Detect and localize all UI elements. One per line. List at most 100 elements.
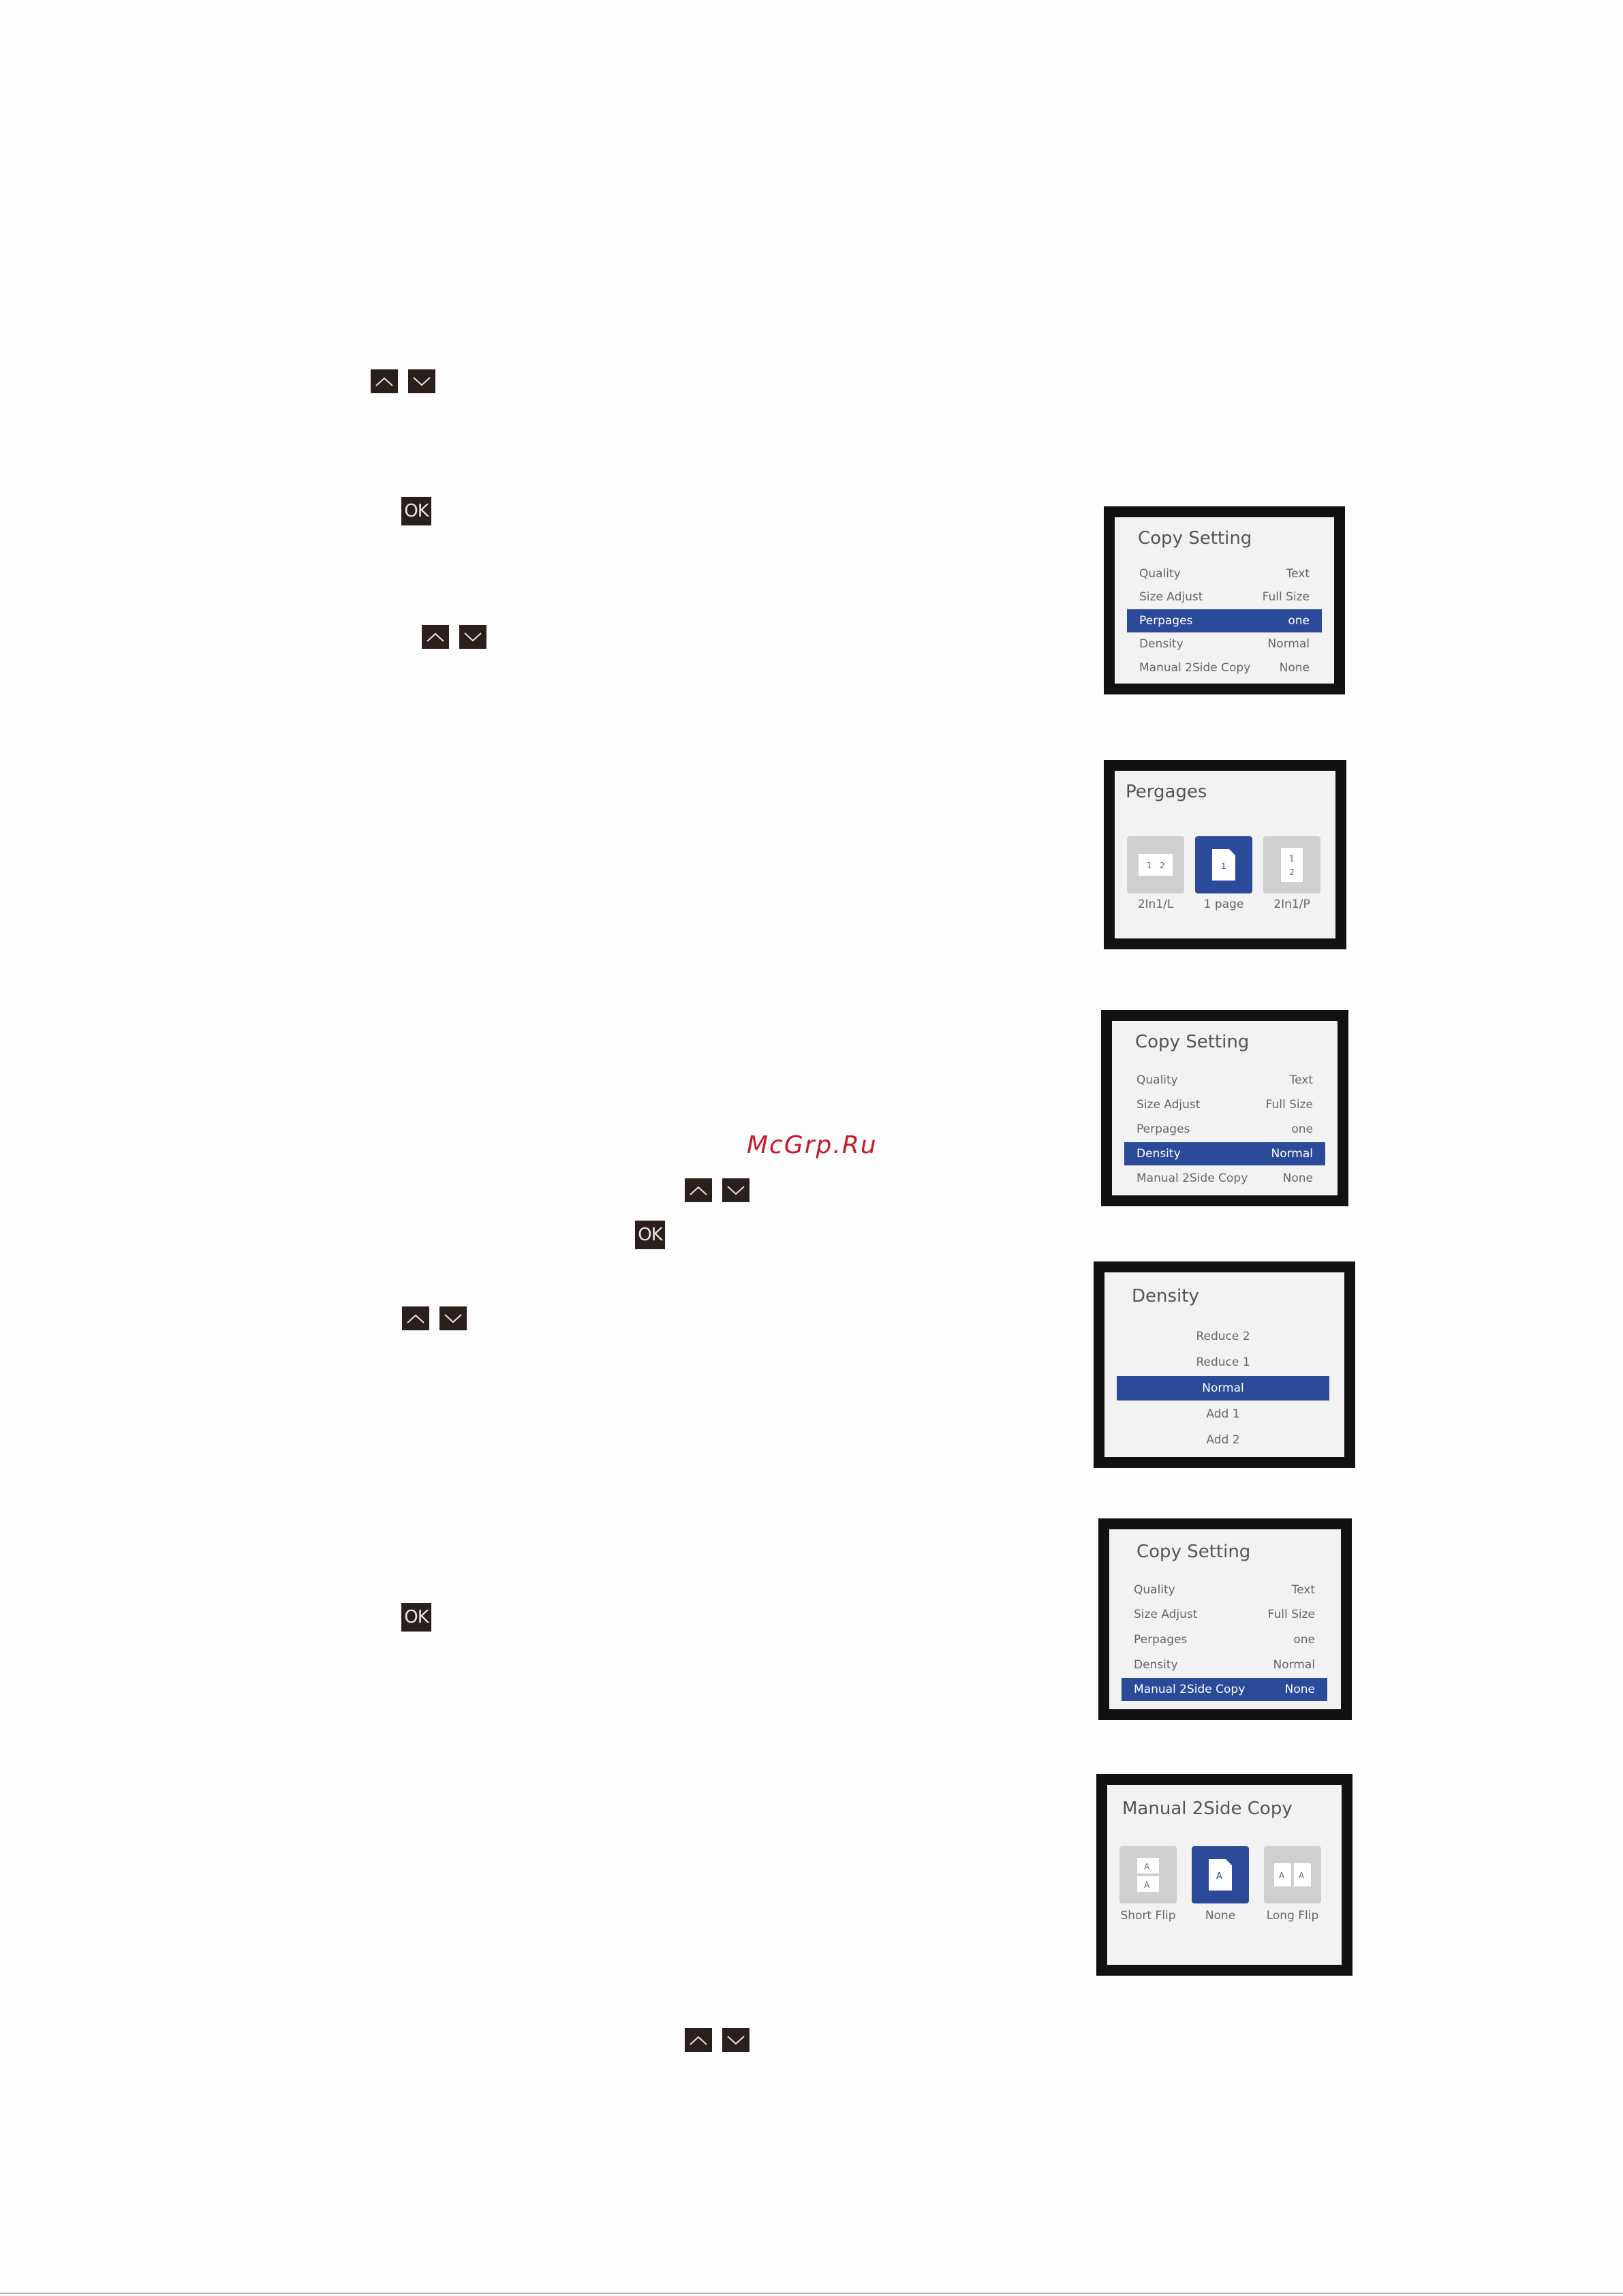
down-button[interactable] xyxy=(459,625,486,649)
chevron-down-icon xyxy=(464,632,482,641)
two-pages-portrait-icon: 12 xyxy=(1281,848,1303,882)
chevron-up-icon xyxy=(427,632,444,642)
setting-row[interactable]: Manual 2Side Copy None xyxy=(1124,1167,1325,1190)
setting-row[interactable]: Quality Text xyxy=(1127,562,1322,585)
setting-row[interactable]: Density Normal xyxy=(1127,632,1322,656)
setting-row[interactable]: Perpages one xyxy=(1122,1628,1327,1651)
up-button[interactable] xyxy=(402,1306,429,1330)
row-value: Normal xyxy=(1271,1147,1313,1161)
option-label: 2In1/L xyxy=(1137,898,1174,911)
setting-row-selected[interactable]: Density Normal xyxy=(1124,1142,1325,1165)
down-button[interactable] xyxy=(439,1306,467,1330)
single-page-icon: 1 xyxy=(1212,849,1235,881)
chevron-down-icon xyxy=(727,1185,745,1195)
svg-text:A: A xyxy=(1216,1871,1222,1882)
screen-title: Copy Setting xyxy=(1135,1032,1250,1052)
row-value: Text xyxy=(1289,1073,1313,1087)
screen-title: Copy Setting xyxy=(1138,528,1252,549)
svg-text:A: A xyxy=(1279,1871,1285,1880)
setting-row[interactable]: Density Normal xyxy=(1122,1653,1327,1677)
option-label: 1 page xyxy=(1203,898,1244,911)
row-value: Text xyxy=(1286,567,1310,581)
row-value: None xyxy=(1284,1683,1315,1696)
setting-row-selected[interactable]: Manual 2Side Copy None xyxy=(1122,1678,1327,1701)
down-button[interactable] xyxy=(722,1178,749,1202)
down-button[interactable] xyxy=(722,2028,749,2052)
row-label: Manual 2Side Copy xyxy=(1134,1683,1246,1696)
option-label: Add 1 xyxy=(1206,1407,1240,1421)
svg-text:1: 1 xyxy=(1147,861,1152,870)
row-value: None xyxy=(1279,661,1310,675)
copy-setting-screen: Copy Setting Quality Text Size Adjust Fu… xyxy=(1104,506,1345,694)
option-label: Add 2 xyxy=(1206,1433,1240,1447)
chevron-down-icon xyxy=(444,1313,462,1323)
density-option[interactable]: Add 2 xyxy=(1117,1428,1329,1452)
row-value: Normal xyxy=(1267,637,1310,651)
row-label: Size Adjust xyxy=(1137,1098,1201,1112)
screen-title: Copy Setting xyxy=(1137,1542,1251,1562)
up-button[interactable] xyxy=(371,369,398,393)
chevron-up-icon xyxy=(690,1186,707,1195)
row-value: one xyxy=(1293,1633,1315,1647)
setting-row[interactable]: Size Adjust Full Size xyxy=(1122,1603,1327,1626)
manual-2side-option-none[interactable]: A xyxy=(1192,1846,1249,1903)
row-label: Perpages xyxy=(1139,614,1193,628)
up-button[interactable] xyxy=(422,625,449,649)
density-option[interactable]: Reduce 2 xyxy=(1117,1324,1329,1349)
setting-row[interactable]: Size Adjust Full Size xyxy=(1124,1093,1325,1116)
density-option[interactable]: Reduce 1 xyxy=(1117,1350,1329,1375)
row-label: Manual 2Side Copy xyxy=(1139,661,1251,675)
row-label: Density xyxy=(1139,637,1184,651)
option-label: None xyxy=(1205,1909,1236,1923)
screen-title: Manual 2Side Copy xyxy=(1122,1798,1293,1819)
row-label: Density xyxy=(1134,1658,1178,1672)
chevron-down-icon xyxy=(413,376,431,386)
pergages-option-1-page[interactable]: 1 xyxy=(1195,836,1252,893)
ok-button[interactable]: OK xyxy=(401,497,431,525)
option-label: Normal xyxy=(1202,1381,1244,1395)
setting-row[interactable]: Size Adjust Full Size xyxy=(1127,585,1322,609)
setting-row[interactable]: Perpages one xyxy=(1124,1118,1325,1141)
row-value: Full Size xyxy=(1262,590,1310,604)
setting-row[interactable]: Manual 2Side Copy None xyxy=(1127,656,1322,679)
setting-row[interactable]: Quality Text xyxy=(1124,1069,1325,1092)
ok-button[interactable]: OK xyxy=(635,1221,665,1249)
screen-title: Density xyxy=(1132,1286,1199,1306)
up-button[interactable] xyxy=(685,2028,712,2052)
row-label: Quality xyxy=(1134,1583,1175,1597)
single-page-icon: A xyxy=(1209,1859,1232,1891)
down-button[interactable] xyxy=(408,369,435,393)
density-option-selected[interactable]: Normal xyxy=(1117,1376,1329,1400)
setting-row[interactable]: Quality Text xyxy=(1122,1578,1327,1602)
setting-row-selected[interactable]: Perpages one xyxy=(1127,609,1322,632)
option-label: 2In1/P xyxy=(1273,898,1310,911)
option-label: Short Flip xyxy=(1120,1909,1176,1923)
density-option[interactable]: Add 1 xyxy=(1117,1402,1329,1426)
option-label: Reduce 2 xyxy=(1196,1330,1250,1343)
copy-setting-screen: Copy Setting Quality Text Size Adjust Fu… xyxy=(1101,1010,1348,1206)
row-label: Perpages xyxy=(1134,1633,1188,1647)
row-label: Quality xyxy=(1139,567,1181,581)
row-value: one xyxy=(1288,614,1310,628)
row-value: Full Size xyxy=(1267,1608,1315,1621)
ok-button[interactable]: OK xyxy=(401,1603,431,1632)
row-label: Manual 2Side Copy xyxy=(1137,1172,1248,1185)
density-screen: Density Reduce 2 Reduce 1 Normal Add 1 A… xyxy=(1094,1261,1355,1468)
row-label: Size Adjust xyxy=(1134,1608,1198,1621)
row-label: Quality xyxy=(1137,1073,1178,1087)
row-value: None xyxy=(1282,1172,1313,1185)
row-value: Full Size xyxy=(1265,1098,1313,1112)
up-button[interactable] xyxy=(685,1178,712,1202)
short-flip-icon: AA xyxy=(1137,1858,1159,1892)
row-label: Perpages xyxy=(1137,1122,1190,1136)
svg-text:1: 1 xyxy=(1289,854,1295,863)
option-label: Long Flip xyxy=(1266,1909,1319,1923)
